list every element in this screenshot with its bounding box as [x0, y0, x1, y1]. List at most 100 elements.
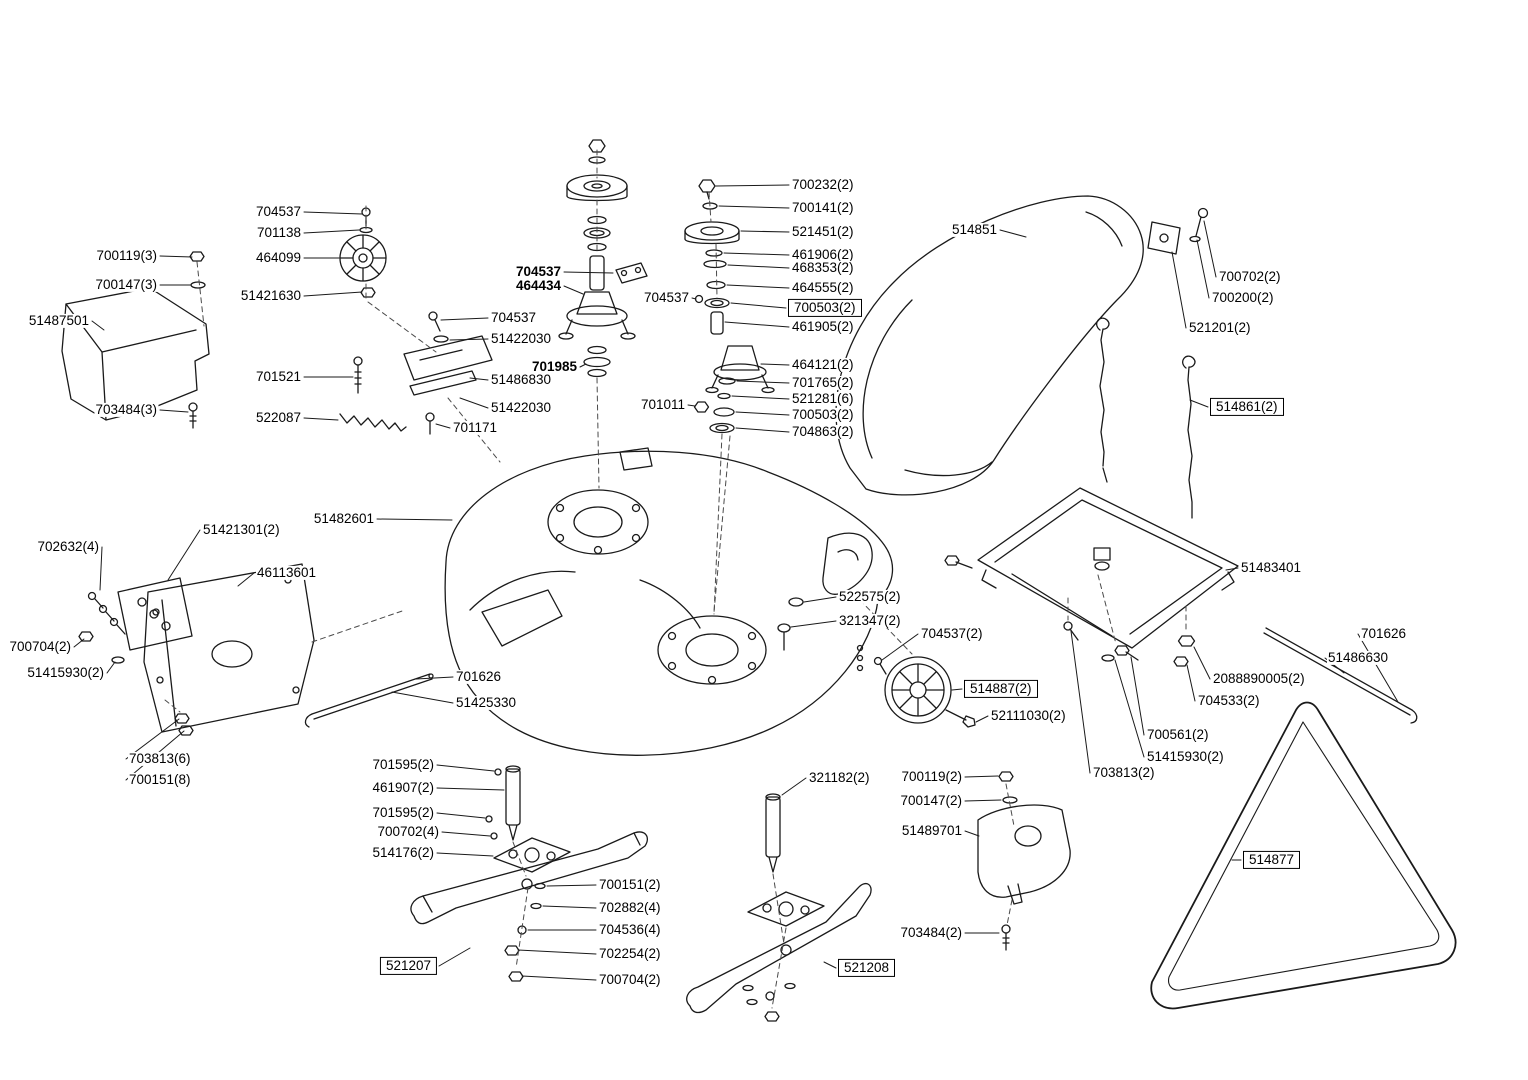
blade-right-group	[686, 882, 872, 1022]
leader-line	[303, 229, 360, 234]
leader-line	[1114, 659, 1145, 758]
part-label: 51482601	[312, 510, 375, 527]
leader-line	[415, 676, 454, 680]
part-label-boxed: 514887(2)	[964, 679, 1038, 699]
part-label: 703484(3)	[94, 401, 158, 418]
leader-line	[999, 229, 1027, 238]
leader-line	[736, 380, 790, 384]
leader-line	[881, 633, 919, 661]
part-label: 703813(2)	[1092, 764, 1156, 781]
left-guard-shape	[61, 287, 210, 421]
part-label: 51415930(2)	[26, 664, 105, 681]
leader-line	[106, 661, 116, 674]
leader-line	[1171, 251, 1187, 329]
leader-line	[436, 852, 494, 857]
blade-left-group	[410, 831, 649, 982]
leader-line	[441, 831, 491, 837]
part-label: 704537	[514, 263, 562, 280]
leader-line	[521, 975, 597, 981]
leader-line	[687, 404, 696, 407]
leader-line	[303, 211, 363, 215]
part-label: 51422030	[490, 330, 553, 347]
part-label: 522575(2)	[838, 588, 902, 605]
part-label-boxed: 514861(2)	[1210, 397, 1284, 417]
part-label: 701626	[1360, 625, 1408, 642]
hanger-frame-shape	[977, 487, 1239, 649]
part-label: 51415930(2)	[1146, 748, 1225, 765]
part-label: 700704(2)	[8, 638, 72, 655]
leader-line	[951, 688, 963, 691]
part-label: 521281(6)	[791, 390, 855, 407]
part-label-boxed: 521207	[379, 956, 437, 976]
part-label: 702882(4)	[598, 899, 662, 916]
part-label: 464434	[514, 277, 562, 294]
part-label: 703813(6)	[128, 750, 192, 767]
part-label: 700147(2)	[899, 792, 963, 809]
part-label-boxed: 700503(2)	[788, 298, 862, 318]
small-hardware-shapes	[78, 251, 1196, 951]
leader-line	[823, 961, 837, 969]
leader-line	[469, 377, 489, 381]
part-label: 701171	[452, 419, 499, 436]
part-label: 51486630	[1327, 649, 1390, 666]
part-label: 704533(2)	[1197, 692, 1261, 709]
part-label: 704536(4)	[598, 921, 662, 938]
leader-line	[1196, 239, 1210, 299]
leader-line	[964, 799, 1002, 802]
leader-line	[691, 297, 697, 300]
part-label: 51487501	[27, 312, 90, 329]
leader-line	[735, 427, 790, 433]
cable-shapes	[1096, 317, 1196, 519]
part-label: 700200(2)	[1211, 289, 1275, 306]
leader-line	[440, 317, 489, 321]
leader-line	[99, 546, 103, 591]
leader-line	[579, 363, 587, 368]
leader-line	[1203, 220, 1217, 278]
alignment-dashed-lines	[164, 149, 1187, 1009]
part-label: 464121(2)	[791, 356, 855, 373]
leader-line	[546, 884, 597, 887]
part-label: 700119(3)	[95, 247, 158, 264]
part-label: 464099	[254, 249, 302, 266]
part-label: 521451(2)	[791, 223, 855, 240]
leader-line	[1189, 399, 1209, 408]
part-label: 514851	[950, 221, 998, 238]
leader-line	[303, 291, 363, 297]
idler-pulley-shape	[339, 207, 387, 298]
part-label: 321347(2)	[838, 612, 902, 629]
part-label: 51421301(2)	[202, 521, 281, 538]
left-bracket-shape	[87, 563, 315, 733]
gauge-wheel-shape	[884, 656, 976, 728]
spindle-shafts-shape	[485, 765, 781, 873]
part-label: 700503(2)	[791, 406, 855, 423]
leader-line	[1130, 656, 1145, 736]
part-label: 700151(8)	[128, 771, 192, 788]
leader-line	[435, 423, 451, 429]
spring-shape	[339, 413, 407, 432]
leader-line	[781, 777, 807, 796]
part-label: 700119(2)	[900, 768, 963, 785]
belt-cover-shape	[835, 195, 1209, 496]
part-label: 701521	[254, 368, 302, 385]
part-label: 704863(2)	[791, 423, 855, 440]
part-label: 52111030(2)	[990, 707, 1067, 724]
part-label: 700704(2)	[598, 971, 662, 988]
leader-line	[726, 284, 790, 289]
leader-line	[760, 363, 790, 366]
leader-line	[376, 518, 453, 521]
part-label: 514176(2)	[371, 844, 435, 861]
leader-line	[73, 638, 85, 648]
mounting-plates-shape	[339, 311, 493, 435]
leader-line	[790, 620, 837, 628]
part-label-boxed: 514877	[1243, 850, 1301, 870]
part-label: 703484(2)	[899, 924, 963, 941]
part-label: 51489701	[900, 822, 963, 839]
leader-line	[436, 812, 486, 819]
leader-line	[167, 529, 201, 581]
part-label: 701595(2)	[371, 804, 435, 821]
part-label: 701985	[530, 358, 578, 375]
leader-line	[449, 338, 489, 341]
part-label: 2088890005(2)	[1212, 670, 1306, 687]
part-label: 51486830	[490, 371, 553, 388]
